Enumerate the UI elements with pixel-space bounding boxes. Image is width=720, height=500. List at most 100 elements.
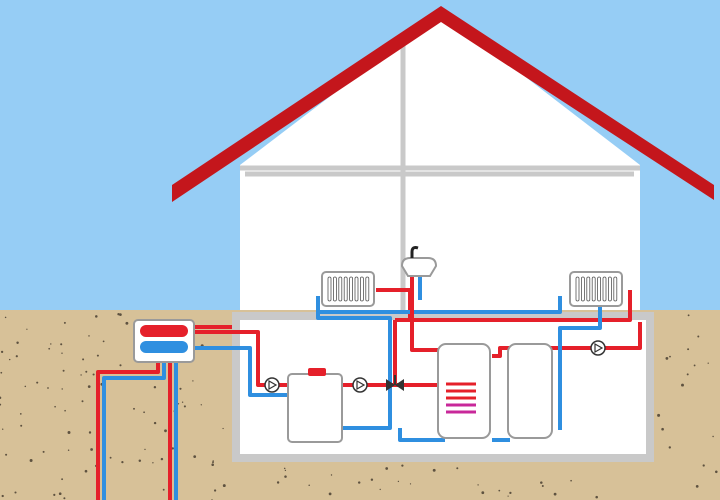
speckle xyxy=(397,480,400,483)
speckle xyxy=(96,354,99,357)
speckle xyxy=(687,314,690,317)
tap-hot-feed xyxy=(410,268,445,352)
speckle xyxy=(401,464,404,467)
radiator-fin xyxy=(332,276,337,302)
speckle xyxy=(330,474,333,476)
speckle xyxy=(0,403,2,406)
speckle xyxy=(119,313,122,316)
speckle xyxy=(84,469,88,473)
speckle xyxy=(80,374,82,376)
speckle xyxy=(212,461,214,464)
speckle xyxy=(4,316,7,319)
buffer-return xyxy=(558,296,602,430)
speckle xyxy=(693,364,696,367)
speckle xyxy=(222,484,226,488)
speckle xyxy=(192,380,194,382)
speckle xyxy=(58,492,62,496)
manifold xyxy=(133,319,195,363)
speckle xyxy=(283,467,286,470)
speckle xyxy=(164,429,167,433)
speckle xyxy=(16,341,19,344)
speckle xyxy=(1,494,4,498)
radiator-fin xyxy=(591,276,596,302)
speckle xyxy=(669,355,671,358)
speckle xyxy=(153,421,157,425)
speckle xyxy=(81,400,84,403)
speckle xyxy=(143,411,145,414)
speckle xyxy=(42,450,45,453)
speckle xyxy=(109,456,112,459)
radiator-fin xyxy=(597,276,601,302)
speckle xyxy=(152,462,154,464)
speckle xyxy=(686,373,689,376)
house-gable xyxy=(240,12,640,165)
speckle xyxy=(171,447,174,450)
tap-spout-icon xyxy=(410,246,419,258)
speckle xyxy=(595,495,598,499)
speckle xyxy=(553,492,557,496)
speckle xyxy=(63,321,66,324)
speckle xyxy=(88,431,92,434)
speckle xyxy=(82,358,85,361)
speckle xyxy=(707,362,709,364)
speckle xyxy=(61,478,64,481)
radiator-fin xyxy=(327,276,332,302)
speckle xyxy=(177,403,180,405)
manifold-cold-bar xyxy=(140,341,188,353)
speckle xyxy=(19,413,22,415)
speckle xyxy=(5,453,8,456)
speckle xyxy=(328,492,332,496)
speckle xyxy=(121,460,124,464)
speckle xyxy=(385,467,389,470)
speckle xyxy=(29,459,33,462)
speckle xyxy=(63,497,66,500)
radiator-fin xyxy=(581,276,585,302)
speckle xyxy=(153,385,157,389)
speckle xyxy=(213,489,217,492)
speckle xyxy=(181,401,184,403)
speckle xyxy=(90,448,93,451)
speckle xyxy=(102,340,105,343)
speckle xyxy=(92,373,95,376)
buffer-body xyxy=(507,343,553,439)
speckle xyxy=(498,489,501,492)
speckle xyxy=(85,370,88,373)
heat-pump xyxy=(287,368,343,443)
radiator-fin xyxy=(586,276,591,302)
speckle xyxy=(507,495,509,497)
speckle xyxy=(144,448,146,451)
heat-pump-body xyxy=(287,373,343,443)
radiator-fin xyxy=(343,276,348,302)
speckle xyxy=(357,481,361,484)
speckle xyxy=(284,469,287,472)
speckle xyxy=(61,352,63,354)
speckle xyxy=(26,328,28,330)
speckle xyxy=(222,427,224,430)
speckle xyxy=(200,404,202,406)
speckle xyxy=(61,388,63,390)
manifold-hot-bar xyxy=(140,325,188,337)
speckle xyxy=(14,491,17,494)
speckle xyxy=(36,381,39,384)
speckle xyxy=(47,387,49,389)
speckle xyxy=(193,455,197,458)
speckle xyxy=(665,357,669,360)
ground-loop-cold-1 xyxy=(102,356,166,500)
speckle xyxy=(715,470,718,474)
speckle xyxy=(308,484,310,486)
speckle xyxy=(0,396,2,400)
speckle xyxy=(370,478,374,481)
speckle xyxy=(67,449,70,452)
speckle xyxy=(87,385,91,388)
three-way-valve xyxy=(386,375,404,391)
manifold-cold-out xyxy=(190,346,300,397)
radiator-fin xyxy=(608,276,612,302)
speckle xyxy=(695,485,699,488)
speckle xyxy=(541,485,544,487)
speckle xyxy=(95,315,98,318)
pump-icon xyxy=(352,377,368,393)
radiator-fin xyxy=(338,276,343,302)
speckle xyxy=(570,479,572,482)
cylinder-return xyxy=(398,428,445,442)
radiator-fin xyxy=(575,276,580,302)
